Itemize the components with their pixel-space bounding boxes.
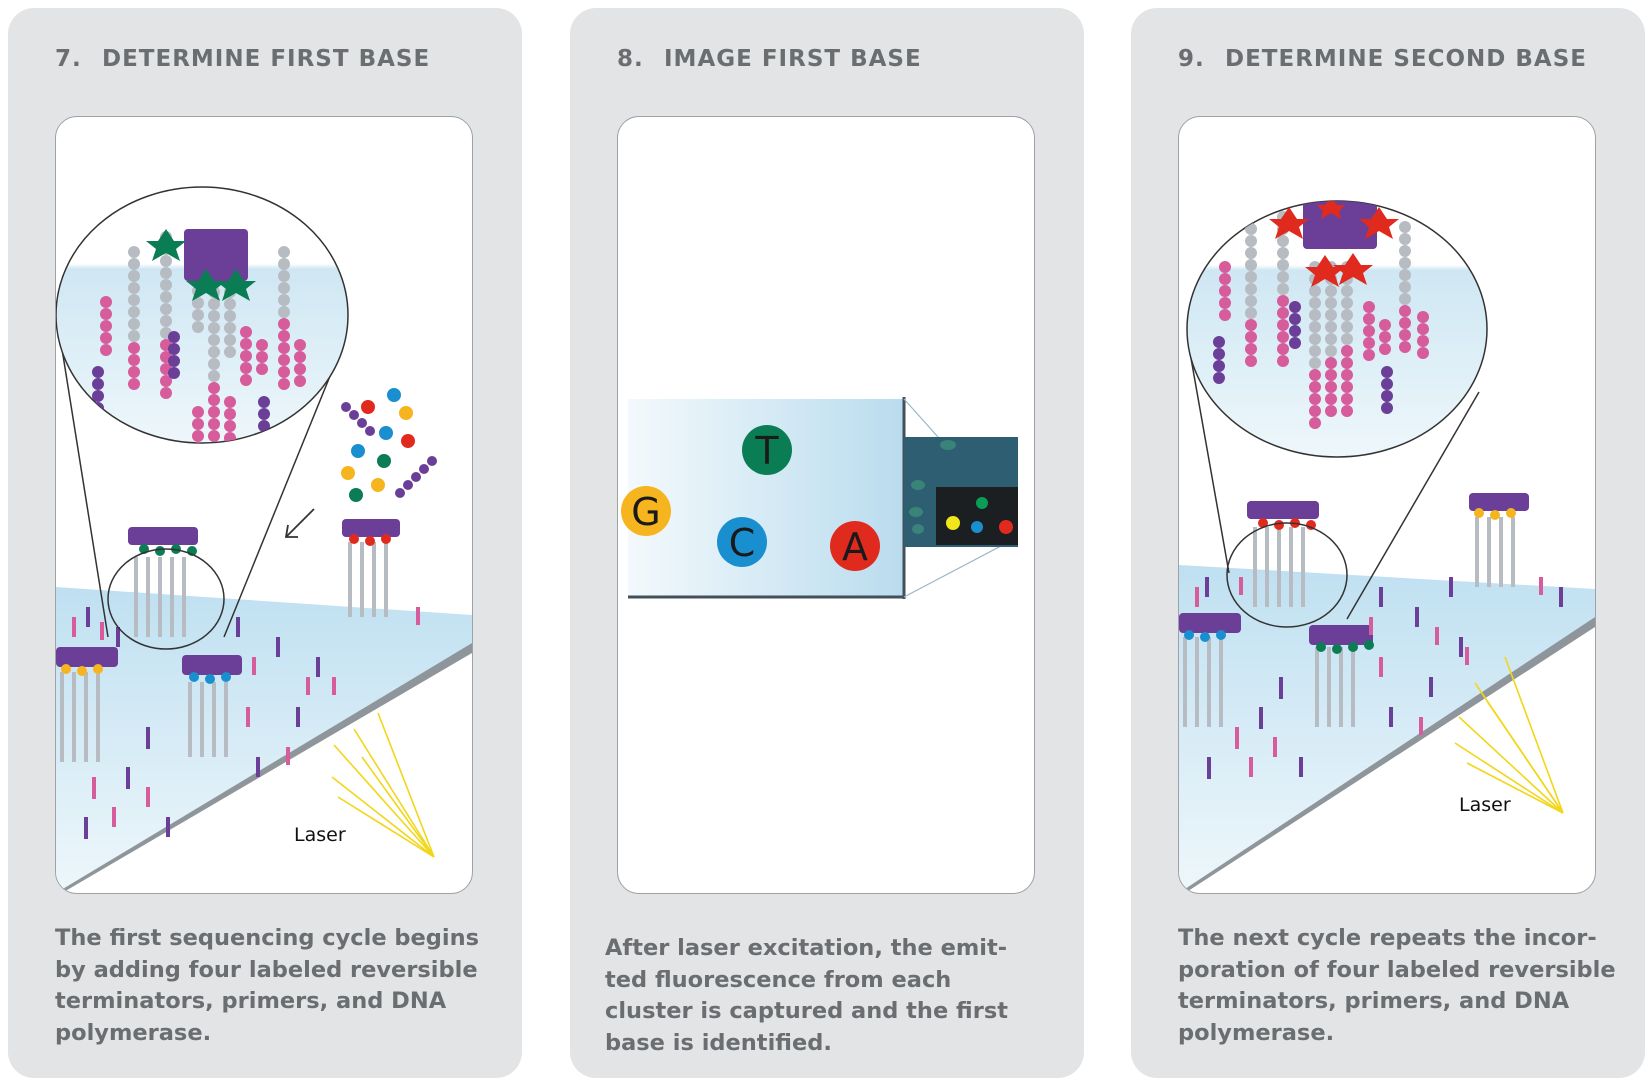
first-base-illustration: Laser [56,117,472,893]
detector-readout [936,487,1018,545]
panel-heading: 7.DETERMINE FIRST BASE [55,46,430,72]
base-T: T [742,425,792,475]
svg-text:G: G [631,490,660,534]
panel-determine-second-base: 9.DETERMINE SECOND BASE [1131,8,1645,1078]
panel-determine-first-base: 7.DETERMINE FIRST BASE [8,8,522,1078]
laser-label: Laser [294,824,346,846]
base-C: C [717,517,767,567]
green-signal [976,497,988,509]
base-G: G [621,486,671,536]
step-number: 9. [1178,46,1225,72]
step-title: IMAGE FIRST BASE [664,46,922,72]
free-nucleotides [341,388,437,502]
svg-text:T: T [754,429,779,473]
second-base-illustration: Laser [1179,117,1595,893]
panel-heading: 9.DETERMINE SECOND BASE [1178,46,1587,72]
first-base-image-illustration: G T C A [618,117,1034,893]
panel-heading: 8.IMAGE FIRST BASE [617,46,922,72]
direction-arrow [286,509,314,537]
yellow-signal [946,516,960,530]
panel-caption: The first sequencing cycle begins by add… [55,923,495,1049]
red-signal [999,520,1013,534]
laser-beam [332,713,434,857]
step-title: DETERMINE SECOND BASE [1225,46,1587,72]
panel-image-first-base: 8.IMAGE FIRST BASE [570,8,1084,1078]
panel-caption: After laser excitation, the emit-ted flu… [605,933,1045,1059]
laser-label: Laser [1459,794,1511,816]
svg-text:A: A [842,525,868,569]
illustration-frame: Laser [1178,116,1596,894]
step-title: DETERMINE FIRST BASE [102,46,430,72]
illustration-frame: G T C A [617,116,1035,894]
svg-text:C: C [729,521,756,565]
blue-signal [971,521,983,533]
panel-caption: The next cycle repeats the incor-poratio… [1178,923,1618,1049]
base-A: A [830,521,880,571]
step-number: 7. [55,46,102,72]
step-number: 8. [617,46,664,72]
illustration-frame: Laser [55,116,473,894]
